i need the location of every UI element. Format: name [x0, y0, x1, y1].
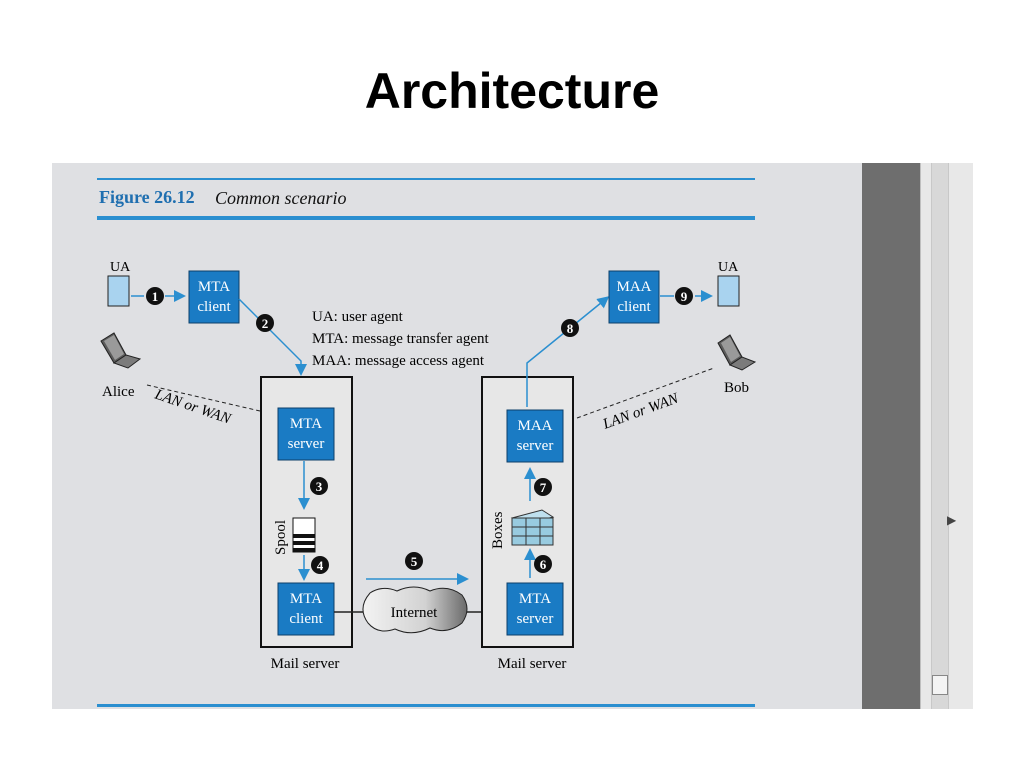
spool-label: Spool: [273, 520, 289, 555]
left-mta-server-line1: MTA: [290, 416, 322, 432]
left-mta-client-line2: client: [289, 611, 323, 627]
receiver-maa-client-line1: MAA: [616, 279, 651, 295]
receiver-maa-client-line2: client: [617, 299, 651, 315]
arrow-8: [526, 296, 610, 407]
step-7-badge: [534, 478, 552, 496]
right-mta-server-line1: MTA: [519, 591, 551, 607]
step-4-label: 4: [317, 558, 324, 573]
left-mta-client-line1: MTA: [290, 591, 322, 607]
step-2-badge: [256, 314, 274, 332]
bob-lan-line: [576, 367, 715, 419]
step-3-badge: [310, 477, 328, 495]
arrow-2: [238, 298, 307, 376]
step-1-badge: [146, 287, 164, 305]
alice-ua-label: UA: [110, 260, 131, 275]
bob-lan-label: LAN or WAN: [600, 390, 682, 433]
scrollbar-thumb[interactable]: [932, 675, 948, 695]
expand-arrow-icon[interactable]: ▶: [947, 513, 957, 527]
step-3-label: 3: [316, 479, 323, 494]
internet-label: Internet: [391, 605, 438, 621]
step-9-label: 9: [681, 289, 688, 304]
bob-laptop-icon: [717, 334, 757, 371]
boxes-label: Boxes: [490, 511, 506, 549]
bob-name: Bob: [724, 380, 749, 396]
left-mta-server-line2: server: [288, 436, 325, 452]
email-architecture-diagram: UA Alice LAN or WAN MTA client UA: user …: [100, 260, 757, 672]
right-mail-server-label: Mail server: [498, 656, 567, 672]
left-mta-server-box: [277, 407, 335, 461]
bob-ua-label: UA: [718, 260, 739, 275]
scrollbar-track[interactable]: [931, 163, 949, 709]
bottom-rule: [97, 704, 755, 707]
step-8-label: 8: [567, 321, 574, 336]
sender-mta-client-line1: MTA: [198, 279, 230, 295]
right-maa-server-line2: server: [517, 438, 554, 454]
vertical-scrollbar[interactable]: ▶: [920, 163, 973, 709]
alice-name: Alice: [102, 384, 135, 400]
figure-caption: Common scenario: [215, 188, 347, 208]
step-6-badge: [534, 555, 552, 573]
header-rule: [97, 216, 755, 220]
right-mta-server-box: [506, 582, 564, 636]
left-mail-server-label: Mail server: [271, 656, 340, 672]
right-maa-server-box: [506, 409, 564, 463]
sender-mta-client-line2: client: [197, 299, 231, 315]
step-badges: 1 2 3 4 5 6 7 8 9: [146, 287, 693, 574]
legend-mta: MTA: message transfer agent: [312, 331, 489, 347]
right-mta-server-line2: server: [517, 611, 554, 627]
legend-maa: MAA: message access agent: [312, 353, 485, 369]
left-mta-client-box: [277, 582, 335, 636]
legend-ua: UA: user agent: [312, 309, 404, 325]
step-9-badge: [675, 287, 693, 305]
alice-lan-label: LAN or WAN: [152, 386, 234, 427]
alice-ua-box: [107, 275, 130, 307]
alice-laptop-icon: [100, 332, 142, 369]
step-5-label: 5: [411, 554, 418, 569]
internet-cloud: [362, 586, 468, 634]
step-4-badge: [311, 556, 329, 574]
sender-mta-client-box: [188, 270, 240, 324]
figure-screenshot: Figure 26.12 Common scenario UA Alice LA…: [52, 163, 973, 709]
top-rule: [97, 178, 755, 180]
side-panel: [862, 163, 920, 709]
step-5-badge: [405, 552, 423, 570]
step-7-label: 7: [540, 480, 547, 495]
bob-ua-box: [717, 275, 740, 307]
spool-queue-icon: [292, 517, 316, 553]
step-1-label: 1: [152, 289, 159, 304]
mailboxes-icon: [510, 509, 555, 546]
receiver-maa-client-box: [608, 270, 660, 324]
step-2-label: 2: [262, 316, 269, 331]
right-maa-server-line1: MAA: [517, 418, 552, 434]
alice-lan-line: [146, 384, 261, 412]
slide-title: Architecture: [364, 63, 660, 119]
step-8-badge: [561, 319, 579, 337]
figure-number: Figure 26.12: [99, 187, 195, 207]
step-6-label: 6: [540, 557, 547, 572]
